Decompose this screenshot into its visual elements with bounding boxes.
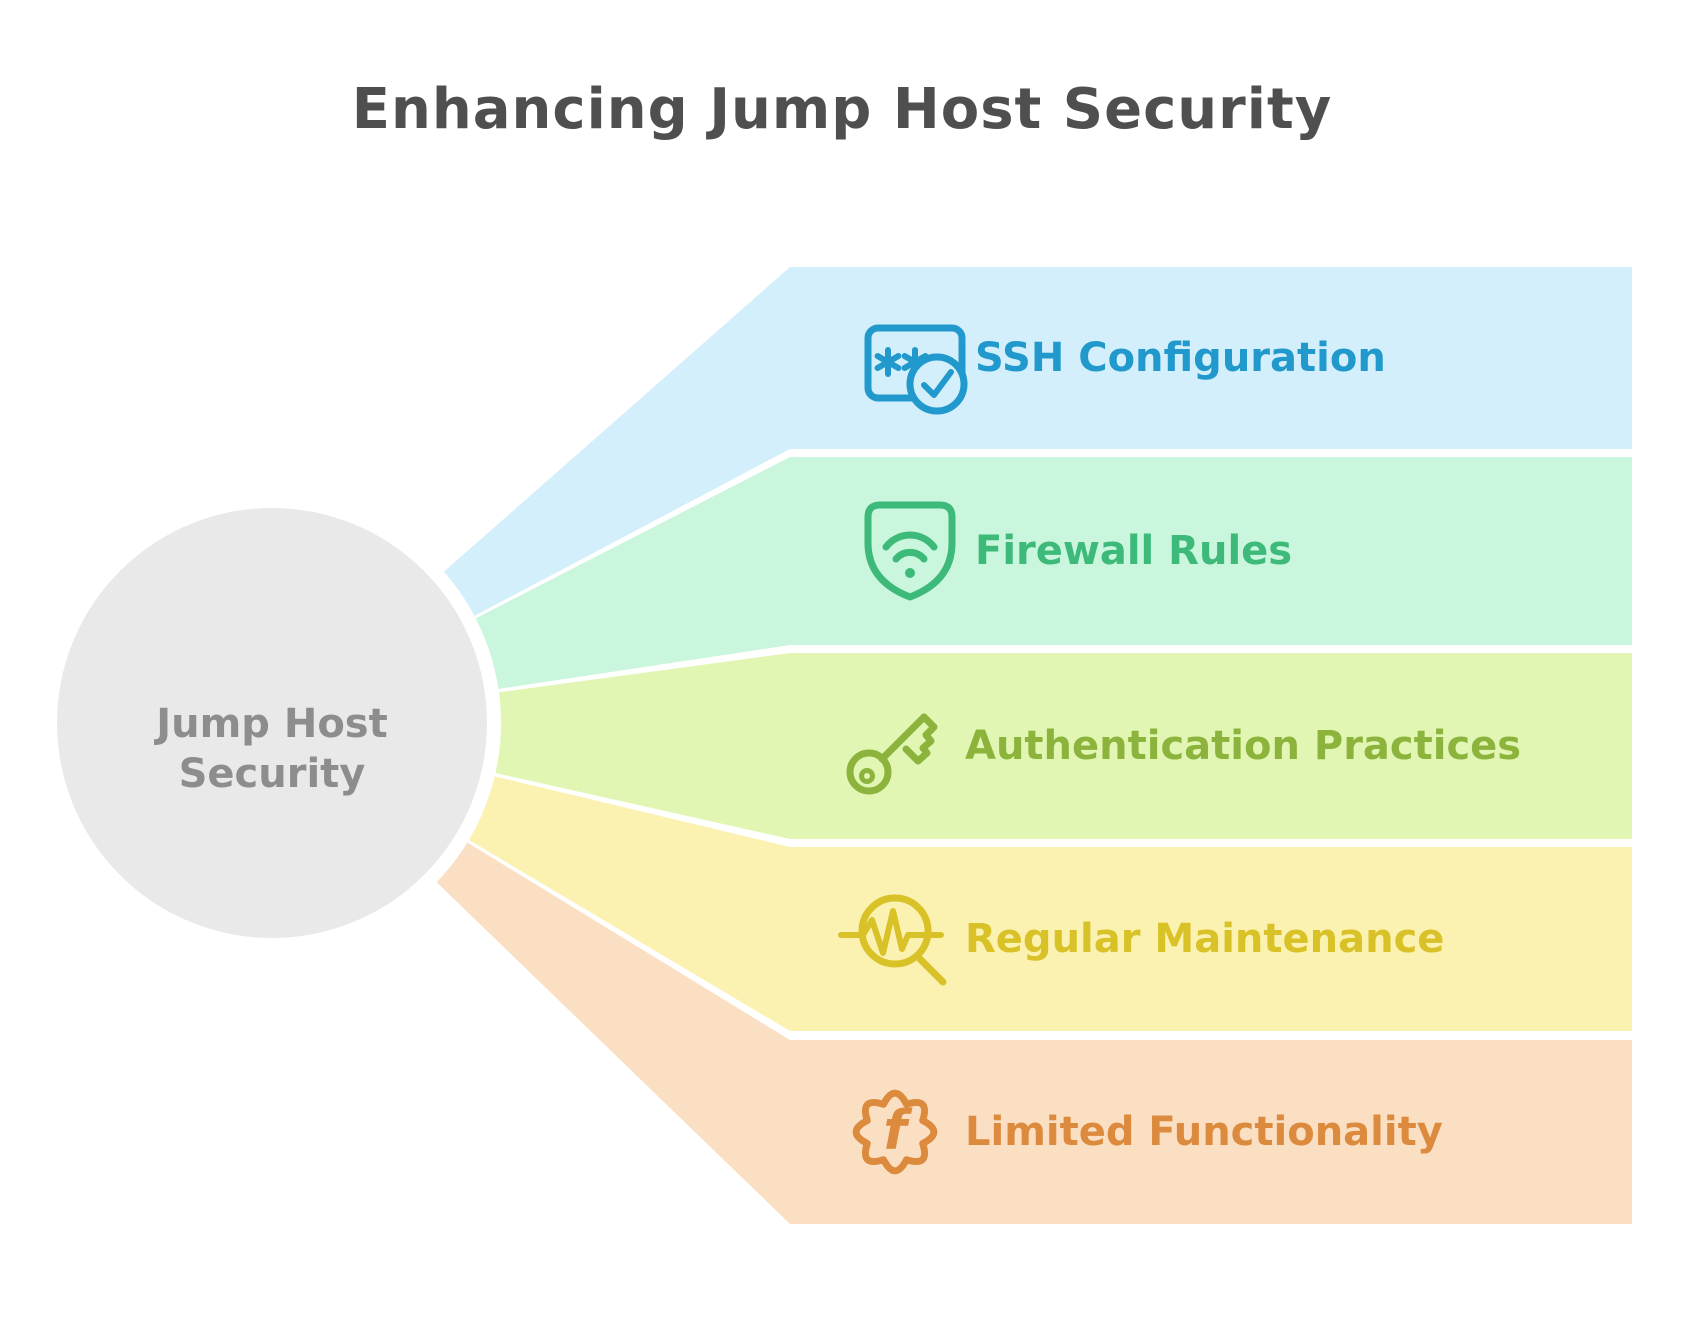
branch-label-firewall-rules: Firewall Rules: [975, 528, 1292, 574]
key-teeth-shape: [902, 713, 938, 765]
shield-shape: [864, 501, 956, 601]
page-title: Enhancing Jump Host Security: [352, 77, 1333, 142]
branch-band-ssh-configuration: [272, 267, 1632, 723]
branch-band-authentication-practices: [272, 653, 1632, 839]
center-circle: [43, 494, 501, 952]
magnifier-pulse-icon: [838, 894, 947, 986]
pulse-line-shape: [838, 908, 944, 956]
branch-label-regular-maintenance: Regular Maintenance: [965, 916, 1444, 962]
key-icon: [846, 713, 938, 795]
shield-wifi-icon: [864, 501, 956, 601]
check-mark-shape: [921, 369, 954, 398]
center-label-line1: Jump Host: [153, 701, 387, 747]
branch-band-regular-maintenance: [272, 723, 1632, 1031]
password-check-icon: [864, 324, 968, 415]
center-label-line2: Security: [179, 751, 366, 797]
key-hole-shape: [859, 768, 875, 784]
gear-outline-shape: [852, 1089, 938, 1175]
magnifier-handle-shape: [914, 953, 947, 986]
branch-label-limited-functionality: Limited Functionality: [965, 1109, 1443, 1155]
center-circle-label: Jump Host Security: [153, 701, 387, 797]
wifi-dot: [905, 568, 915, 578]
key-shaft-shape: [878, 713, 928, 763]
branch-label-ssh-configuration: SSH Configuration: [975, 335, 1386, 381]
wifi-outer-arc: [882, 531, 938, 551]
branch-band-limited-functionality: [272, 723, 1632, 1224]
branch-label-authentication-practices: Authentication Practices: [965, 723, 1521, 769]
wifi-inner-arc: [892, 548, 928, 563]
branch-bands: [272, 267, 1632, 1224]
key-bow-shape: [846, 749, 892, 795]
check-circle-shape: [906, 353, 968, 415]
branch-band-firewall-rules: [272, 457, 1632, 723]
